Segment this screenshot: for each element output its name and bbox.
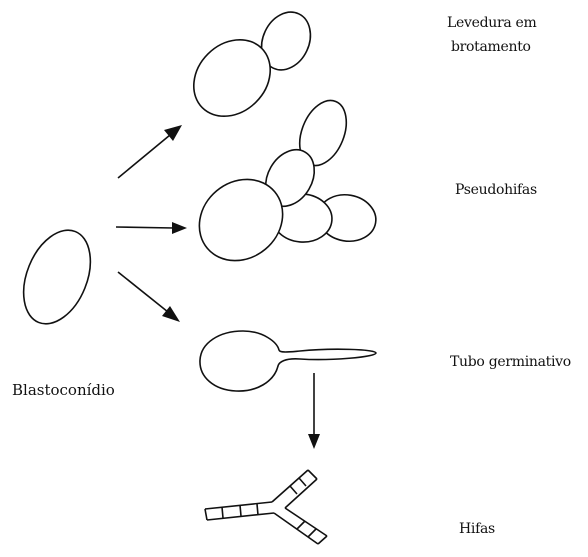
arrow-to-budding-yeast (118, 125, 182, 178)
label-pseudohyphae: Pseudohifas (455, 180, 537, 201)
pseudohyphae-cells (183, 94, 380, 278)
label-germ-tube: Tubo germinativo (450, 352, 571, 373)
label-blastoconidium: Blastoconídio (12, 380, 115, 401)
blastoconidium-cell (11, 220, 103, 333)
arrow-to-germ-tube (118, 272, 180, 322)
budding-yeast-cells (178, 4, 319, 132)
hyphae-branches (205, 470, 327, 544)
label-hyphae: Hifas (459, 519, 495, 540)
label-budding-yeast-line2: brotamento (451, 37, 531, 58)
arrow-to-pseudohyphae (116, 222, 187, 234)
germ-tube-cell (200, 331, 376, 391)
arrow-to-hyphae (308, 373, 320, 449)
label-budding-yeast-line1: Levedura em (447, 13, 537, 34)
